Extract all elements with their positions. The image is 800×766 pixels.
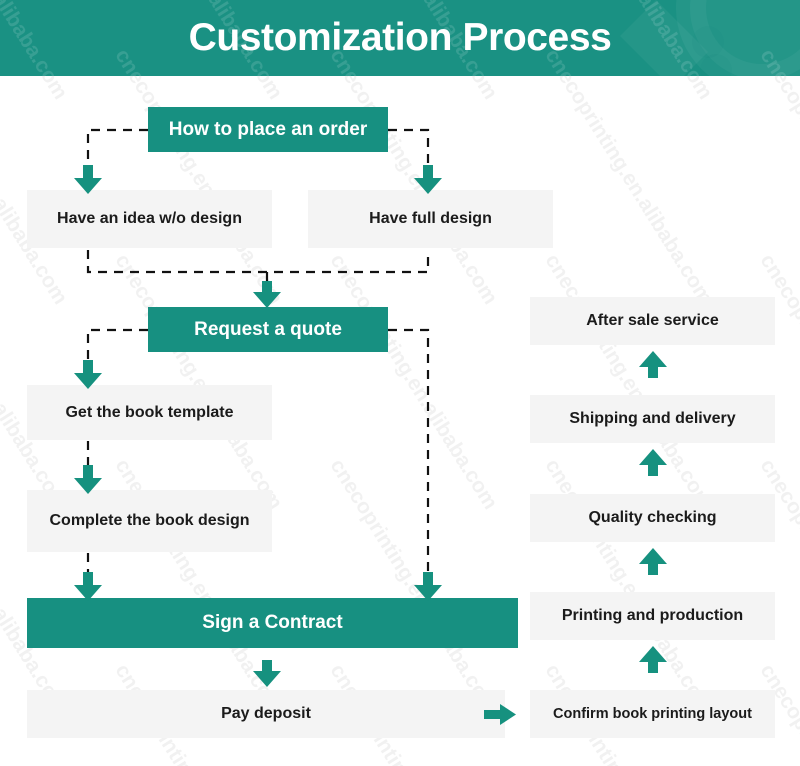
flow-node-printing-and-production[interactable]: Printing and production bbox=[530, 592, 775, 640]
flow-node-label: Shipping and delivery bbox=[569, 410, 736, 427]
arrow-down-contract-right bbox=[414, 572, 442, 601]
arrow-up-shipping bbox=[639, 449, 667, 476]
flow-node-label: Have full design bbox=[369, 210, 492, 227]
arrow-down-idea bbox=[74, 165, 102, 194]
flow-node-how-to-place-an-order[interactable]: How to place an order bbox=[148, 107, 388, 152]
flow-node-label: How to place an order bbox=[168, 118, 368, 140]
flow-node-confirm-book-printing-layout[interactable]: Confirm book printing layout bbox=[530, 690, 775, 738]
arrow-up-printing bbox=[639, 646, 667, 673]
arrow-down-pay-deposit bbox=[253, 660, 281, 687]
edge-order-to-idea bbox=[86, 128, 148, 176]
arrow-down-quote bbox=[253, 281, 281, 308]
flow-node-label: Confirm book printing layout bbox=[553, 705, 752, 722]
flow-node-quality-checking[interactable]: Quality checking bbox=[530, 494, 775, 542]
flow-node-shipping-and-delivery[interactable]: Shipping and delivery bbox=[530, 395, 775, 443]
edge-quote-to-contract bbox=[388, 328, 430, 584]
flow-node-label: Complete the book design bbox=[49, 512, 250, 529]
flow-node-after-sale-service[interactable]: After sale service bbox=[530, 297, 775, 345]
arrow-down-design bbox=[74, 465, 102, 494]
flow-node-pay-deposit[interactable]: Pay deposit bbox=[27, 690, 505, 738]
arrow-right-confirm-layout bbox=[484, 704, 516, 725]
flow-node-label: Quality checking bbox=[588, 509, 717, 526]
flow-node-label: Request a quote bbox=[194, 318, 342, 340]
flow-node-label: Sign a Contract bbox=[202, 612, 343, 634]
arrow-down-template bbox=[74, 360, 102, 389]
page-title: Customization Process bbox=[188, 16, 612, 59]
flow-node-label: Printing and production bbox=[561, 607, 744, 624]
edge-order-to-fulldesign bbox=[388, 128, 430, 176]
flow-node-have-full-design[interactable]: Have full design bbox=[308, 190, 553, 248]
arrow-up-quality bbox=[639, 548, 667, 575]
edge-options-merge bbox=[86, 250, 430, 274]
flow-node-complete-the-book-design[interactable]: Complete the book design bbox=[27, 490, 272, 552]
flow-node-have-an-idea-wo-design[interactable]: Have an idea w/o design bbox=[27, 190, 272, 248]
flow-node-request-a-quote[interactable]: Request a quote bbox=[148, 307, 388, 352]
flow-node-get-the-book-template[interactable]: Get the book template bbox=[27, 385, 272, 440]
edge-quote-to-template bbox=[86, 328, 148, 371]
flow-node-label: Have an idea w/o design bbox=[57, 210, 242, 227]
arrow-up-after-sale bbox=[639, 351, 667, 378]
arrow-down-fulldesign bbox=[414, 165, 442, 194]
flow-node-label: Get the book template bbox=[65, 403, 234, 421]
flow-node-label: Pay deposit bbox=[221, 705, 311, 722]
flow-node-label: After sale service bbox=[586, 312, 719, 329]
arrow-down-contract-left bbox=[74, 572, 102, 601]
flow-node-sign-a-contract[interactable]: Sign a Contract bbox=[27, 598, 518, 648]
